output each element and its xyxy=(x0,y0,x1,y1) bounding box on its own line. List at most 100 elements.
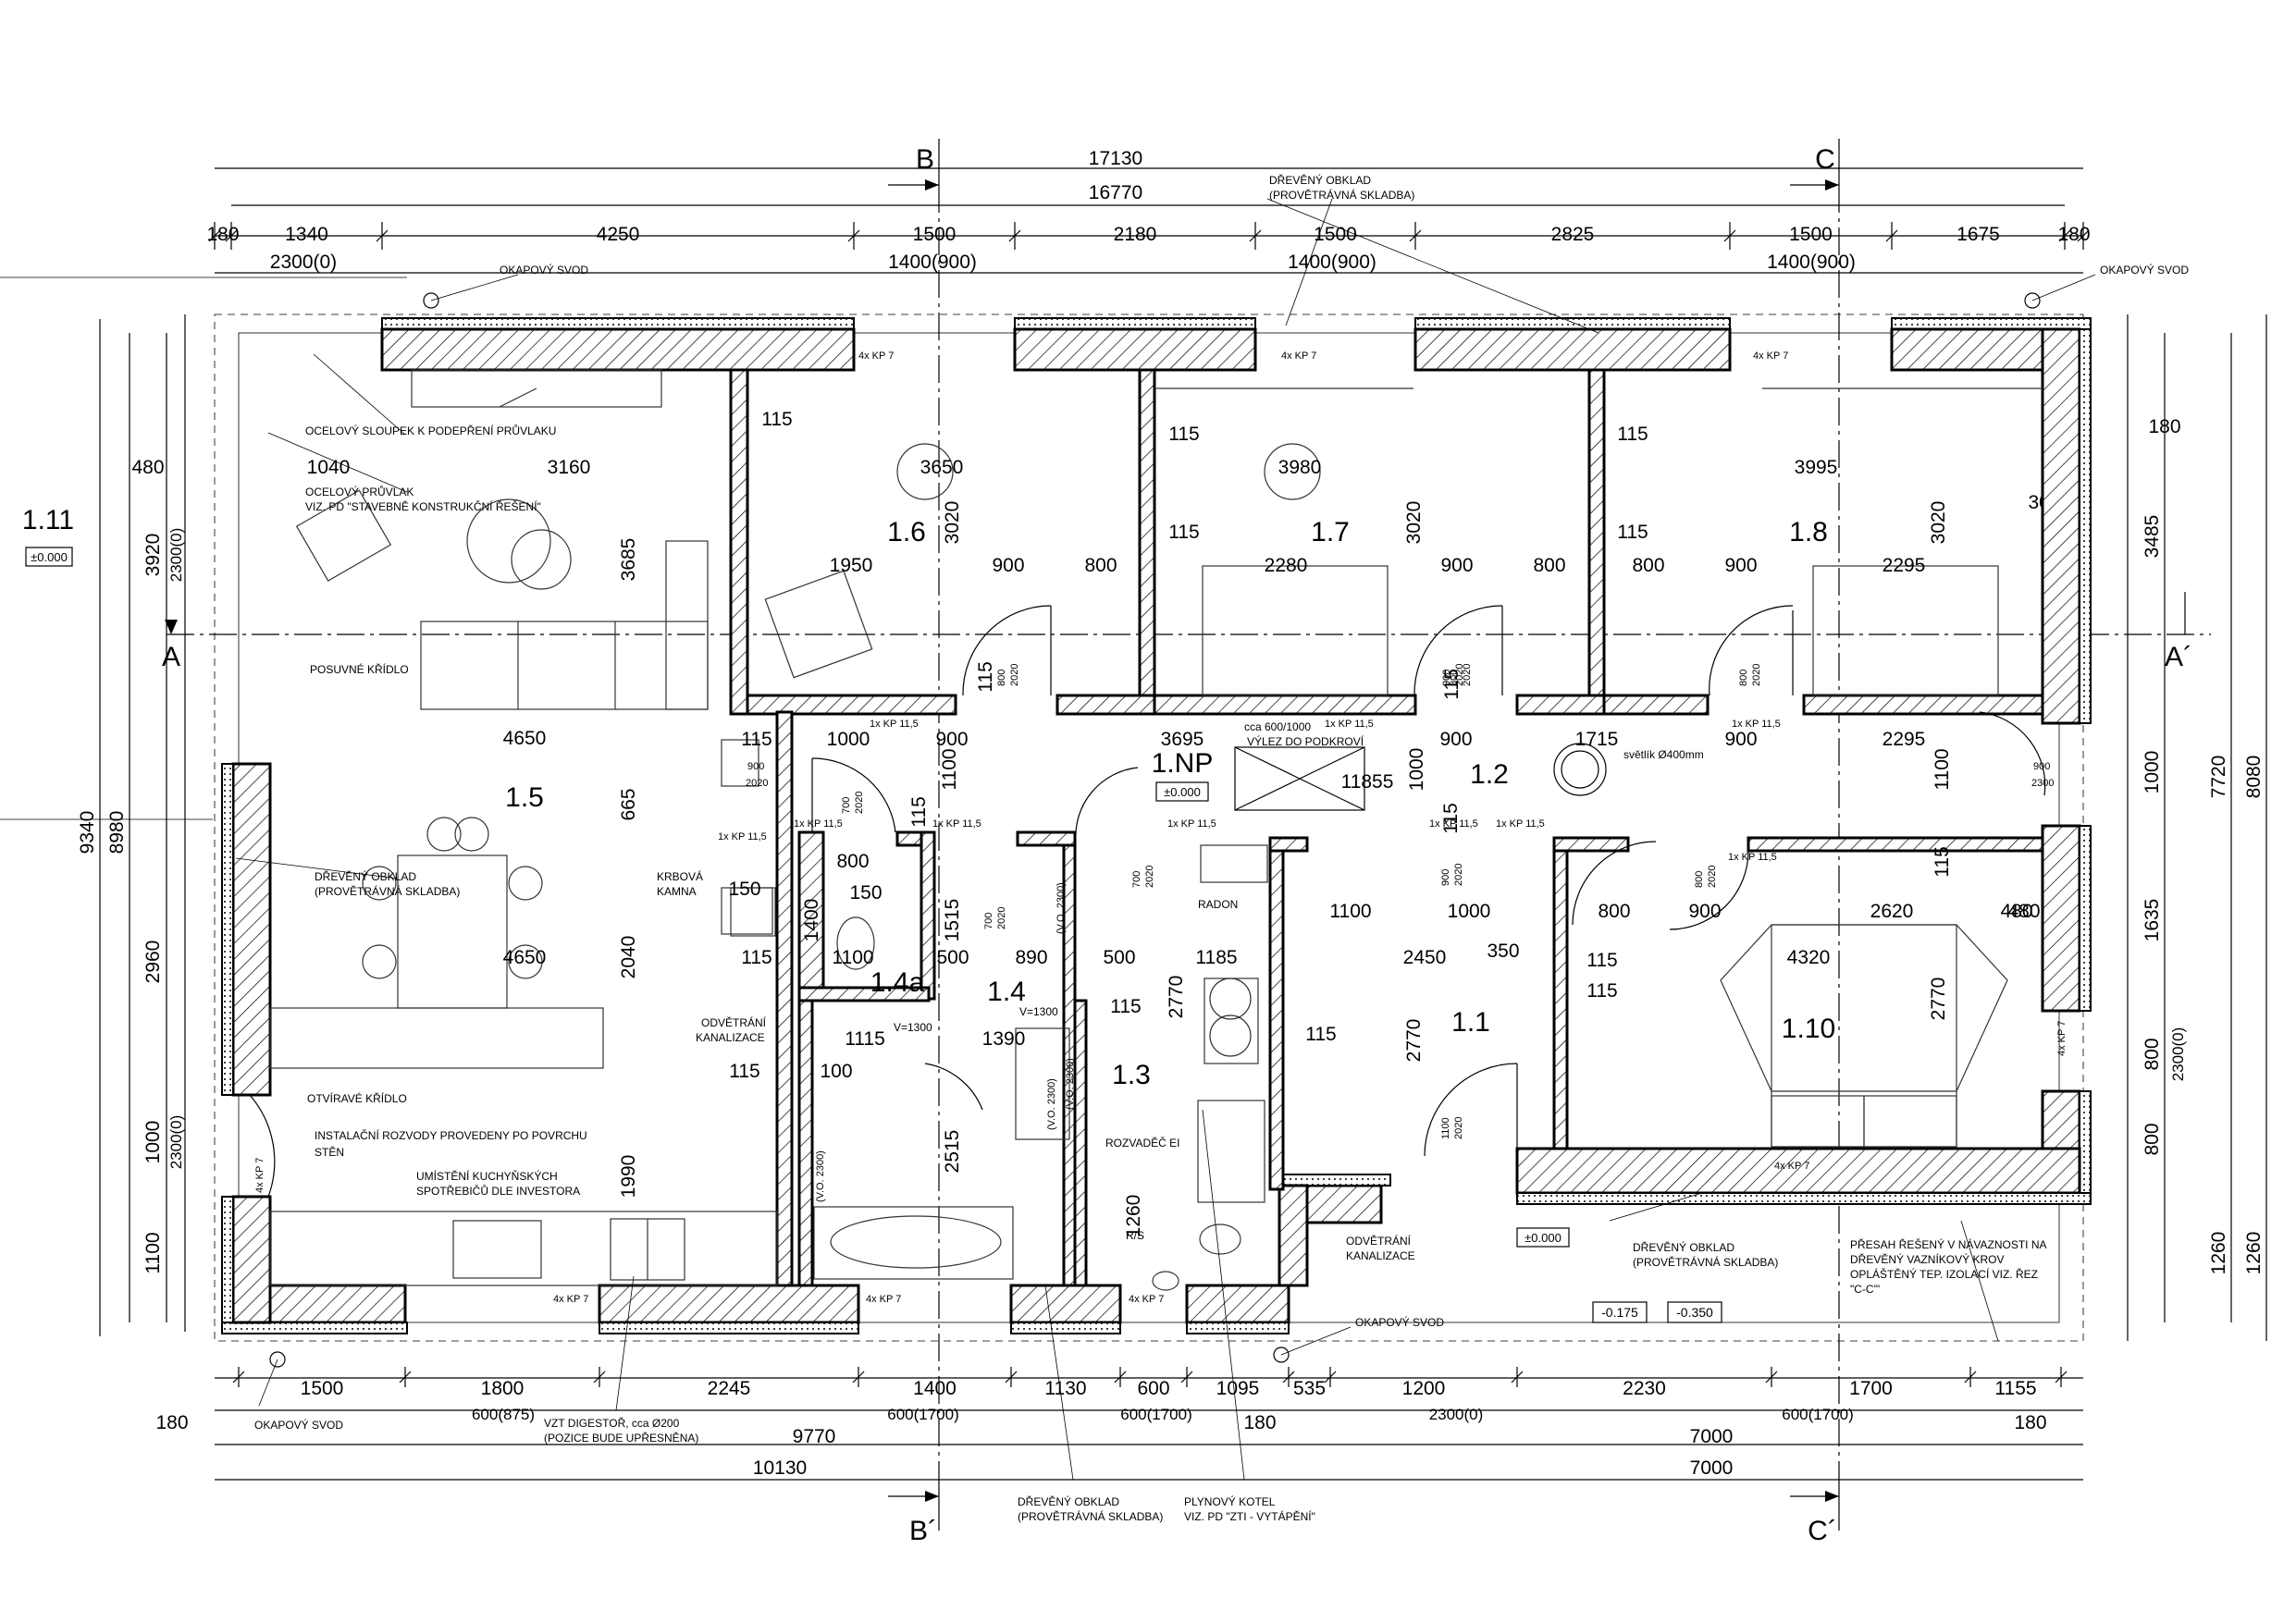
dim-top-segment-9: 1675 xyxy=(1957,224,2000,245)
dim-115-a: 115 xyxy=(761,409,792,430)
note-v1300-b: V=1300 xyxy=(1019,1005,1058,1018)
door-tag-2020-d: 2020 xyxy=(746,778,768,789)
section-label-b2: B´ xyxy=(909,1516,937,1546)
note-appliances-1: UMÍSTĚNÍ KUCHYŇSKÝCH xyxy=(416,1169,558,1183)
dim-bottom-segment-3: 2245 xyxy=(708,1378,751,1399)
dim-115-d: 115 xyxy=(1617,424,1648,445)
dim-3650: 3650 xyxy=(920,457,964,478)
dim-115-n: 115 xyxy=(1305,1024,1336,1045)
room-1-4-label: 1.4 xyxy=(987,977,1026,1007)
interior-walls xyxy=(729,368,2044,1287)
dim-115-q: 115 xyxy=(908,796,930,827)
note-wood-cladding-2a: DŘEVĚNÝ OBKLAD xyxy=(315,869,416,883)
section-marker-b-bottom: B´ xyxy=(888,1480,940,1546)
level-elevation: ±0.000 xyxy=(31,550,68,564)
dim-3995: 3995 xyxy=(1795,457,1838,478)
dim-left-part-3: 1000 xyxy=(142,1121,164,1164)
section-label-c: C xyxy=(1815,144,1835,175)
note-gutter-3: OKAPOVÝ SVOD xyxy=(254,1418,343,1432)
note-hood-1: VZT DIGESTOŘ, cca Ø200 xyxy=(544,1416,680,1430)
dim-900-d: 900 xyxy=(935,729,968,750)
dim-top-tick-mark xyxy=(1008,229,1021,242)
dim-bottom-tick-mark xyxy=(1765,1371,1778,1383)
section-marker-c-bottom: C´ xyxy=(1790,1480,1840,1546)
door-tag-2300: 2300 xyxy=(2031,778,2054,789)
note-elevation-175: -0.175 xyxy=(1601,1305,1638,1320)
note-hood-2: (POZICE BUDE UPŘESNĚNA) xyxy=(544,1431,698,1445)
note-ventilation-2b: KANALIZACE xyxy=(1346,1249,1415,1262)
note-boiler-2: VIZ. PD "ZTI - VYTÁPĚNÍ" xyxy=(1184,1509,1315,1523)
door-tag-700-c: 700 xyxy=(1131,871,1142,888)
dim-bottom-segment-11: 1700 xyxy=(1849,1378,1893,1399)
dim-top-segment-1: 180 xyxy=(206,224,239,245)
dim-1100-a: 1100 xyxy=(939,748,960,790)
dim-800-e: 800 xyxy=(1598,901,1630,922)
kp-top-3: 4x KP 7 xyxy=(1753,350,1788,362)
room-1-5-label: 1.5 xyxy=(505,782,544,813)
dim-800-b: 800 xyxy=(1533,555,1565,576)
dim-bottom-segment-2: 1800 xyxy=(481,1378,525,1399)
dim-4650-b: 4650 xyxy=(503,947,547,968)
dim-1000-c: 1000 xyxy=(1448,901,1491,922)
room-1-10-label: 1.10 xyxy=(1782,1014,1835,1044)
dim-top-tick-mark xyxy=(1409,229,1422,242)
section-marker-b-top: B xyxy=(888,139,940,191)
dim-890: 890 xyxy=(1015,947,1047,968)
top-dimension-lines xyxy=(208,167,2090,274)
kp-115-h: 1x KP 11,5 xyxy=(1496,818,1545,830)
dim-right-1260: 1260 xyxy=(2243,1232,2265,1275)
dim-right-part-2: 1000 xyxy=(2142,751,2163,794)
kp-bottom-1: 4x KP 7 xyxy=(553,1294,588,1305)
door-tag-900-c: 900 xyxy=(2033,761,2050,772)
dim-top-window-2: 1400(900) xyxy=(888,252,977,273)
dim-right-inner: 7720 xyxy=(2208,756,2229,799)
dim-bottom-tick-mark xyxy=(1005,1371,1018,1383)
dim-left-overall: 9340 xyxy=(77,811,98,855)
dim-right-480: 480 xyxy=(2000,901,2032,922)
dim-1185: 1185 xyxy=(1195,947,1237,968)
note-wood-cladding-1a: DŘEVĚNÝ OBKLAD xyxy=(1269,173,1371,187)
dim-100: 100 xyxy=(820,1061,852,1082)
dim-left-window-1: 2300(0) xyxy=(167,528,185,583)
dim-150-b: 150 xyxy=(849,882,882,904)
dim-3685: 3685 xyxy=(618,538,639,582)
dim-bottom-segment-10: 2230 xyxy=(1623,1378,1666,1399)
room-1-6-label: 1.6 xyxy=(887,517,926,547)
note-ventilation-1b: KANALIZACE xyxy=(696,1031,765,1044)
note-steel-beam-1: OCELOVÝ PRŮVLAK xyxy=(305,485,414,498)
kp-top-1: 4x KP 7 xyxy=(858,350,894,362)
dim-top-segment-5: 2180 xyxy=(1114,224,1157,245)
dim-top-segment-2: 1340 xyxy=(285,224,328,245)
dim-900-g: 900 xyxy=(1688,901,1721,922)
note-attic-hatch-2: VÝLEZ DO PODKROVÍ xyxy=(1247,734,1364,748)
note-wood-cladding-3a: DŘEVĚNÝ OBKLAD xyxy=(1018,1494,1119,1508)
note-gutter-2: OKAPOVÝ SVOD xyxy=(2100,263,2189,277)
kp-7-right-1: 4x KP 7 xyxy=(1774,1161,1809,1172)
furniture xyxy=(269,292,2043,1368)
door-tag-1100: 1100 xyxy=(1440,1117,1451,1139)
dim-115-l: 115 xyxy=(1586,950,1617,971)
kp-7-left: 4x KP 7 xyxy=(254,1158,265,1193)
dim-bottom-segment-5: 1130 xyxy=(1044,1378,1086,1399)
dim-top-tick-mark xyxy=(2058,229,2071,242)
room-1np-elevation: ±0.000 xyxy=(1164,785,1201,799)
dim-top-tick-mark xyxy=(225,229,238,242)
note-steel-beam-2: VIZ. PD "STAVEBNĚ KONSTRUKČNÍ ŘEŠENÍ" xyxy=(305,499,541,513)
dim-1390: 1390 xyxy=(982,1028,1026,1050)
dim-bottom-window-4: 2300(0) xyxy=(1429,1406,1484,1423)
dim-3020-a: 3020 xyxy=(942,501,963,545)
dim-bottom-tick-mark xyxy=(1324,1371,1337,1383)
door-tag-900-a: 900 xyxy=(747,761,764,772)
dim-350: 350 xyxy=(1487,941,1519,962)
kp-bottom-2: 4x KP 7 xyxy=(866,1294,901,1305)
room-1-3-label: 1.3 xyxy=(1112,1060,1151,1090)
dim-top-window-1: 2300(0) xyxy=(270,252,337,273)
dim-2040: 2040 xyxy=(618,936,639,979)
dim-bottom-tick-mark xyxy=(1511,1371,1524,1383)
dim-1000-a: 1000 xyxy=(827,729,870,750)
dim-bottom-window-2: 600(1700) xyxy=(887,1406,959,1423)
note-attic-hatch-1: cca 600/1000 xyxy=(1244,720,1311,733)
door-tag-800-d: 800 xyxy=(1694,871,1705,888)
dim-800-d: 800 xyxy=(836,851,869,872)
